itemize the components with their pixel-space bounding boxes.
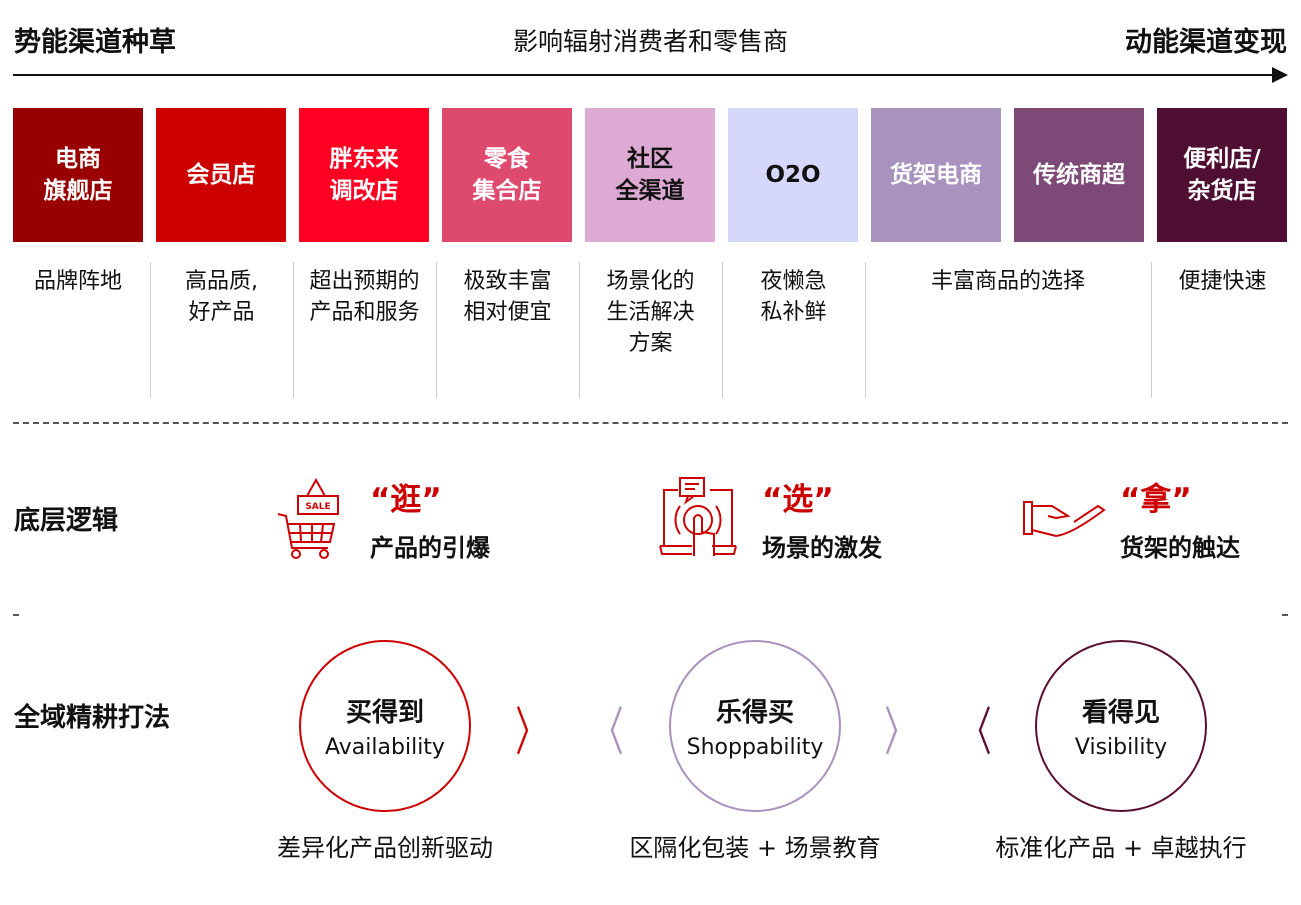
channel-box: 胖东来 调改店 xyxy=(299,108,429,242)
header-center: 影响辐射消费者和零售商 xyxy=(512,27,788,56)
logic-text-2: 货架的触达 xyxy=(1120,534,1240,562)
divider xyxy=(722,262,723,398)
shopping-cart-sale-icon: SALE xyxy=(277,478,339,559)
circle-availability: 买得到 Availability xyxy=(299,640,471,812)
circle-visibility: 看得见 Visibility xyxy=(1035,640,1207,812)
chevron-right-icon: 〉 xyxy=(884,703,916,763)
desc-4: 场景化的 生活解决 方案 xyxy=(606,269,695,356)
chevron-right-icon: 〉 xyxy=(515,703,547,763)
chevron-left-icon: 〈 xyxy=(592,703,624,763)
header-right: 动能渠道变现 xyxy=(1125,27,1287,58)
circle-title: 买得到 xyxy=(345,698,424,728)
tactic-note-0: 差异化产品创新驱动 xyxy=(277,834,493,862)
channel-box: 社区 全渠道 xyxy=(585,108,715,242)
channel-box: 货架电商 xyxy=(871,108,1001,242)
axis-line xyxy=(13,74,1283,76)
circle-title: 乐得买 xyxy=(715,698,794,728)
arrow-right-icon xyxy=(1272,67,1288,83)
desc-5: 夜懒急 私补鲜 xyxy=(760,269,827,325)
desc-6: 丰富商品的选择 xyxy=(930,269,1085,294)
logic-text-1: 场景的激发 xyxy=(762,534,882,562)
logic-text-0: 产品的引爆 xyxy=(370,534,490,562)
channel-box: 会员店 xyxy=(156,108,286,242)
tactics-label: 全域精耕打法 xyxy=(14,703,171,733)
desc-7: 便捷快速 xyxy=(1178,269,1267,294)
circle-subtitle: Availability xyxy=(325,735,445,760)
channel-box: 便利店/ 杂货店 xyxy=(1157,108,1287,242)
quote-take: “拿” xyxy=(1120,482,1192,518)
divider xyxy=(1151,262,1152,398)
desc-2: 超出预期的 产品和服务 xyxy=(309,269,420,325)
channel-box: 电商 旗舰店 xyxy=(13,108,143,242)
desc-3: 极致丰富 相对便宜 xyxy=(463,269,552,325)
dashed-divider xyxy=(13,422,1288,424)
open-hand-icon xyxy=(1023,501,1106,538)
tactic-note-2: 标准化产品 + 卓越执行 xyxy=(995,834,1247,862)
circle-subtitle: Visibility xyxy=(1074,735,1168,760)
header-left: 势能渠道种草 xyxy=(14,27,176,58)
divider xyxy=(436,262,437,398)
dash-mark xyxy=(13,614,19,616)
desc-0: 品牌阵地 xyxy=(33,269,122,294)
divider xyxy=(865,262,866,398)
quote-browse: “逛” xyxy=(370,482,442,518)
desc-1: 高品质, 好产品 xyxy=(185,269,258,325)
dash-mark xyxy=(1282,614,1288,616)
divider xyxy=(150,262,151,398)
divider xyxy=(579,262,580,398)
circle-shoppability: 乐得买 Shoppability xyxy=(669,640,841,812)
logic-label: 底层逻辑 xyxy=(14,506,119,536)
chevron-left-icon: 〈 xyxy=(960,703,992,763)
touch-screen-icon xyxy=(659,477,737,556)
channel-box: 零食 集合店 xyxy=(442,108,572,242)
divider xyxy=(293,262,294,398)
quote-choose: “选” xyxy=(762,482,834,518)
tactic-note-1: 区隔化包装 + 场景教育 xyxy=(629,834,881,862)
channel-box: 传统商超 xyxy=(1014,108,1144,242)
channel-box: O2O xyxy=(728,108,858,242)
circle-title: 看得见 xyxy=(1081,698,1160,728)
svg-text:SALE: SALE xyxy=(305,502,330,512)
circle-subtitle: Shoppability xyxy=(686,735,824,760)
